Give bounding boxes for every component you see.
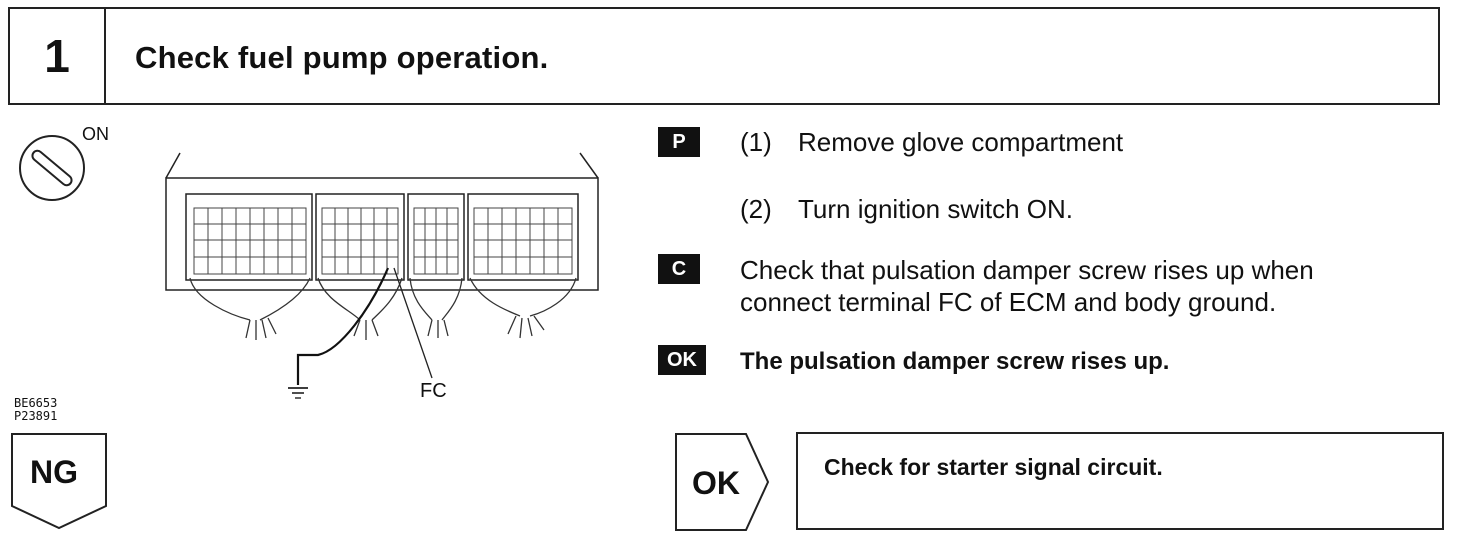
step-number: 1 <box>10 9 106 103</box>
check-line: connect terminal FC of ECM and body grou… <box>740 287 1277 317</box>
step-title: Check fuel pump operation. <box>135 40 549 75</box>
step-text: Turn ignition switch ON. <box>798 194 1074 224</box>
step-text: Remove glove compartment <box>798 127 1124 157</box>
ground-symbol-icon <box>286 385 310 410</box>
ignition-on-label: ON <box>82 124 109 144</box>
figure-code: BE6653 <box>14 396 58 410</box>
ok-criteria: The pulsation damper screw rises up. <box>740 348 1170 375</box>
check-tag: C <box>658 254 700 284</box>
ok-result-box <box>674 432 772 532</box>
check-line: Check that pulsation damper screw rises … <box>740 255 1314 285</box>
ecm-connector-diagram <box>150 150 610 415</box>
fc-terminal-label: FC <box>420 380 447 402</box>
ok-action-text: Check for starter signal circuit. <box>824 454 1163 480</box>
step-index: (2) <box>740 194 772 224</box>
ok-tag: OK <box>658 345 706 375</box>
check-instruction: Check that pulsation damper screw rises … <box>740 254 1314 318</box>
procedure-step: (2) Turn ignition switch ON. <box>740 193 1073 225</box>
procedure-tag: P <box>658 127 700 157</box>
ignition-key-icon <box>16 132 88 209</box>
figure-code: P23891 <box>14 409 58 423</box>
ok-label: OK <box>692 465 740 501</box>
ok-action-box: Check for starter signal circuit. <box>796 432 1444 530</box>
ng-result-box <box>10 432 110 532</box>
step-index: (1) <box>740 127 772 157</box>
ng-label: NG <box>30 454 78 490</box>
procedure-step: (1) Remove glove compartment <box>740 126 1123 158</box>
step-header: 1 Check fuel pump operation. <box>8 7 1440 105</box>
